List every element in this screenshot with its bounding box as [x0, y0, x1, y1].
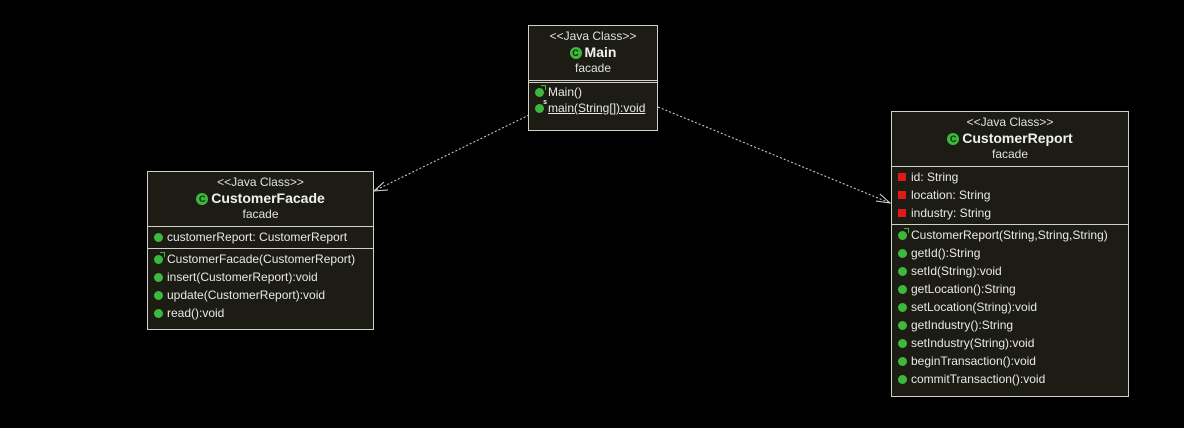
- attribute-row[interactable]: customerReport: CustomerReport: [148, 228, 373, 246]
- private-field-icon: [898, 191, 906, 199]
- public-method-icon: [154, 273, 163, 282]
- public-method-icon: [898, 285, 907, 294]
- methods-section: Main() main(String[]):void: [529, 83, 657, 118]
- public-method-icon: [898, 249, 907, 258]
- attributes-section: id: String location: String industry: St…: [892, 167, 1128, 225]
- public-method-icon: [154, 291, 163, 300]
- method-text: CustomerReport(String,String,String): [911, 228, 1108, 242]
- methods-section: CustomerFacade(CustomerReport) insert(Cu…: [148, 249, 373, 324]
- method-text: Main(): [548, 85, 583, 99]
- class-name-text: Main: [584, 44, 617, 60]
- method-row[interactable]: getLocation():String: [892, 280, 1128, 298]
- method-row[interactable]: getId():String: [892, 244, 1128, 262]
- static-method-icon: [535, 99, 547, 113]
- methods-section: CustomerReport(String,String,String) get…: [892, 225, 1128, 390]
- stereotype-label: <<Java Class>>: [549, 29, 637, 43]
- method-row[interactable]: setIndustry(String):void: [892, 334, 1128, 352]
- method-text: insert(CustomerReport):void: [167, 270, 318, 284]
- package-label: facade: [242, 207, 279, 221]
- attribute-text: customerReport: CustomerReport: [167, 230, 348, 244]
- stereotype-label: <<Java Class>>: [966, 115, 1054, 129]
- public-method-icon: [898, 267, 907, 276]
- method-row[interactable]: main(String[]):void: [529, 99, 657, 116]
- package-label: facade: [574, 61, 612, 75]
- attributes-section: customerReport: CustomerReport: [148, 227, 373, 249]
- public-method-icon: [898, 303, 907, 312]
- method-row[interactable]: CustomerFacade(CustomerReport): [148, 250, 373, 268]
- public-method-icon: [154, 309, 163, 318]
- method-row[interactable]: update(CustomerReport):void: [148, 286, 373, 304]
- attribute-row[interactable]: industry: String: [892, 204, 1128, 222]
- method-text: commitTransaction():void: [911, 372, 1046, 386]
- method-row[interactable]: beginTransaction():void: [892, 352, 1128, 370]
- attributes-section: [529, 81, 657, 83]
- attribute-row[interactable]: location: String: [892, 186, 1128, 204]
- method-text: update(CustomerReport):void: [167, 288, 326, 302]
- attribute-row[interactable]: id: String: [892, 168, 1128, 186]
- class-name-text: CustomerReport: [962, 130, 1073, 146]
- method-text: getId():String: [911, 246, 981, 260]
- private-field-icon: [898, 173, 906, 181]
- method-text: read():void: [167, 306, 225, 320]
- class-icon: C: [947, 133, 960, 145]
- constructor-icon: [154, 252, 165, 264]
- method-row[interactable]: Main(): [529, 84, 657, 100]
- class-icon: C: [196, 193, 209, 205]
- attribute-text: location: String: [911, 188, 991, 202]
- private-field-icon: [898, 209, 906, 217]
- constructor-icon: [535, 85, 546, 97]
- dependency-main-to-customerreport: [657, 106, 892, 204]
- package-label: facade: [991, 147, 1029, 161]
- stereotype-label: <<Java Class>>: [217, 175, 304, 189]
- class-icon: C: [569, 47, 582, 59]
- method-text: setLocation(String):void: [911, 300, 1038, 314]
- method-text: setId(String):void: [911, 264, 1002, 278]
- method-row[interactable]: commitTransaction():void: [892, 370, 1128, 388]
- method-row[interactable]: getIndustry():String: [892, 316, 1128, 334]
- method-text: getIndustry():String: [911, 318, 1014, 332]
- class-name-text: CustomerFacade: [211, 190, 325, 206]
- public-method-icon: [898, 357, 907, 366]
- method-text: main(String[]):void: [548, 101, 646, 115]
- method-row[interactable]: CustomerReport(String,String,String): [892, 226, 1128, 244]
- public-method-icon: [898, 321, 907, 330]
- public-field-icon: [154, 233, 163, 242]
- dependency-main-to-customerfacade: [372, 114, 530, 192]
- method-text: CustomerFacade(CustomerReport): [167, 252, 356, 266]
- attribute-text: industry: String: [911, 206, 992, 220]
- method-text: getLocation():String: [911, 282, 1016, 296]
- method-row[interactable]: insert(CustomerReport):void: [148, 268, 373, 286]
- public-method-icon: [898, 375, 907, 384]
- method-row[interactable]: read():void: [148, 304, 373, 322]
- attribute-text: id: String: [911, 170, 959, 184]
- method-text: setIndustry(String):void: [911, 336, 1035, 350]
- method-row[interactable]: setId(String):void: [892, 262, 1128, 280]
- method-row[interactable]: setLocation(String):void: [892, 298, 1128, 316]
- method-text: beginTransaction():void: [911, 354, 1036, 368]
- public-method-icon: [898, 339, 907, 348]
- constructor-icon: [898, 228, 909, 240]
